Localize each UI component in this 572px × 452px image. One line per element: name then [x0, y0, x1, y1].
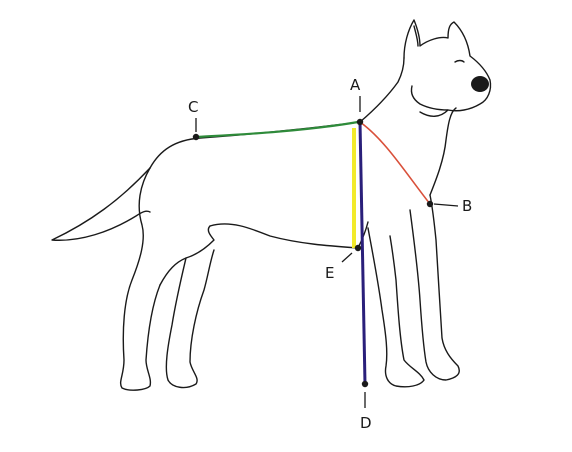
point-C-dot	[192, 133, 200, 141]
label-B: B	[462, 197, 472, 215]
dog-hind-leg-far	[185, 225, 215, 259]
dog-head	[403, 19, 492, 112]
dog-tail	[51, 167, 151, 241]
dog-front-leg-far	[367, 227, 425, 388]
dog-jaw	[419, 109, 449, 117]
dog-hind-leg-front	[159, 249, 215, 389]
label-E: E	[325, 264, 334, 282]
dog-back-line	[149, 121, 361, 169]
point-A: A	[350, 76, 364, 126]
point-E-tick	[341, 252, 353, 263]
dog-neck-back	[359, 57, 405, 123]
dog-hind-leg-back	[119, 167, 161, 391]
point-A-dot	[356, 118, 364, 126]
point-B-tick	[433, 203, 459, 207]
label-A: A	[350, 76, 361, 94]
measure-height-line	[358, 121, 367, 385]
label-C: C	[188, 98, 198, 116]
dog-ear	[413, 25, 419, 47]
label-D: D	[360, 414, 372, 432]
point-B: B	[426, 197, 472, 215]
point-D: D	[360, 380, 372, 432]
dog-belly	[209, 223, 359, 249]
point-E-dot	[354, 244, 362, 252]
measurement-lines	[195, 120, 431, 385]
dog-front-leg-near	[409, 194, 460, 381]
point-D-dot	[361, 380, 369, 388]
point-C: C	[188, 98, 200, 141]
measure-back-length-line	[195, 120, 359, 139]
dog-outline	[51, 19, 492, 391]
point-B-dot	[426, 200, 434, 208]
dog-chest-front	[429, 107, 457, 196]
dog-nose	[471, 76, 489, 92]
measure-chest-front-line	[359, 121, 431, 205]
point-E: E	[325, 244, 362, 282]
dog-eye	[454, 59, 465, 63]
